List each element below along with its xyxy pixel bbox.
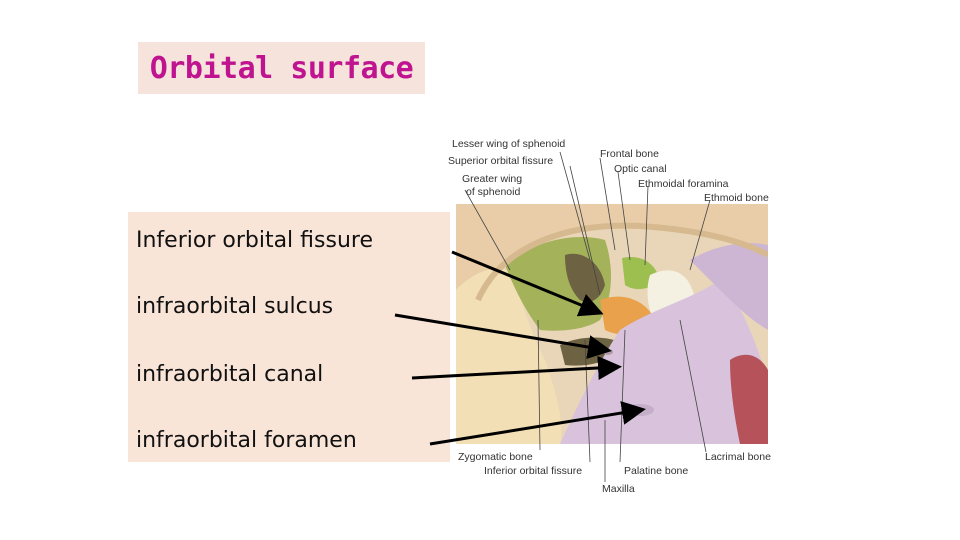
orbit-illustration bbox=[456, 204, 768, 444]
term-infraorbital-foramen: infraorbital foramen bbox=[136, 428, 357, 453]
slide-title: Orbital surface bbox=[138, 42, 425, 94]
label-greater-wing-1: Greater wing bbox=[462, 173, 522, 185]
leader-lines bbox=[464, 151, 711, 482]
label-lesser-wing: Lesser wing of sphenoid bbox=[452, 138, 565, 150]
label-superior-orbital-fissure: Superior orbital fissure bbox=[448, 155, 553, 167]
figure-labels: Lesser wing of sphenoid Superior orbital… bbox=[448, 138, 771, 495]
label-optic-canal: Optic canal bbox=[614, 163, 667, 175]
label-lacrimal-bone: Lacrimal bone bbox=[705, 451, 771, 463]
term-arrows bbox=[394, 250, 646, 446]
term-inferior-orbital-fissure: Inferior orbital fissure bbox=[136, 228, 373, 253]
arrow-infraorbital-foramen bbox=[429, 401, 646, 446]
label-palatine-bone: Palatine bone bbox=[624, 465, 688, 477]
label-maxilla: Maxilla bbox=[602, 483, 635, 495]
term-infraorbital-sulcus: infraorbital sulcus bbox=[136, 294, 334, 319]
arrow-inferior-orbital-fissure bbox=[451, 250, 604, 317]
label-greater-wing-2: of sphenoid bbox=[466, 186, 520, 198]
terms-panel: Inferior orbital fissure infraorbital su… bbox=[128, 212, 450, 462]
arrow-infraorbital-canal bbox=[411, 355, 622, 380]
arrow-infraorbital-sulcus bbox=[394, 313, 612, 359]
label-inferior-orbital-fissure: Inferior orbital fissure bbox=[484, 465, 582, 477]
label-frontal-bone: Frontal bone bbox=[600, 148, 659, 160]
label-ethmoid-bone: Ethmoid bone bbox=[704, 192, 769, 204]
label-zygomatic-bone: Zygomatic bone bbox=[458, 451, 533, 463]
label-ethmoidal-foramina: Ethmoidal foramina bbox=[638, 178, 729, 190]
term-infraorbital-canal: infraorbital canal bbox=[136, 362, 324, 387]
